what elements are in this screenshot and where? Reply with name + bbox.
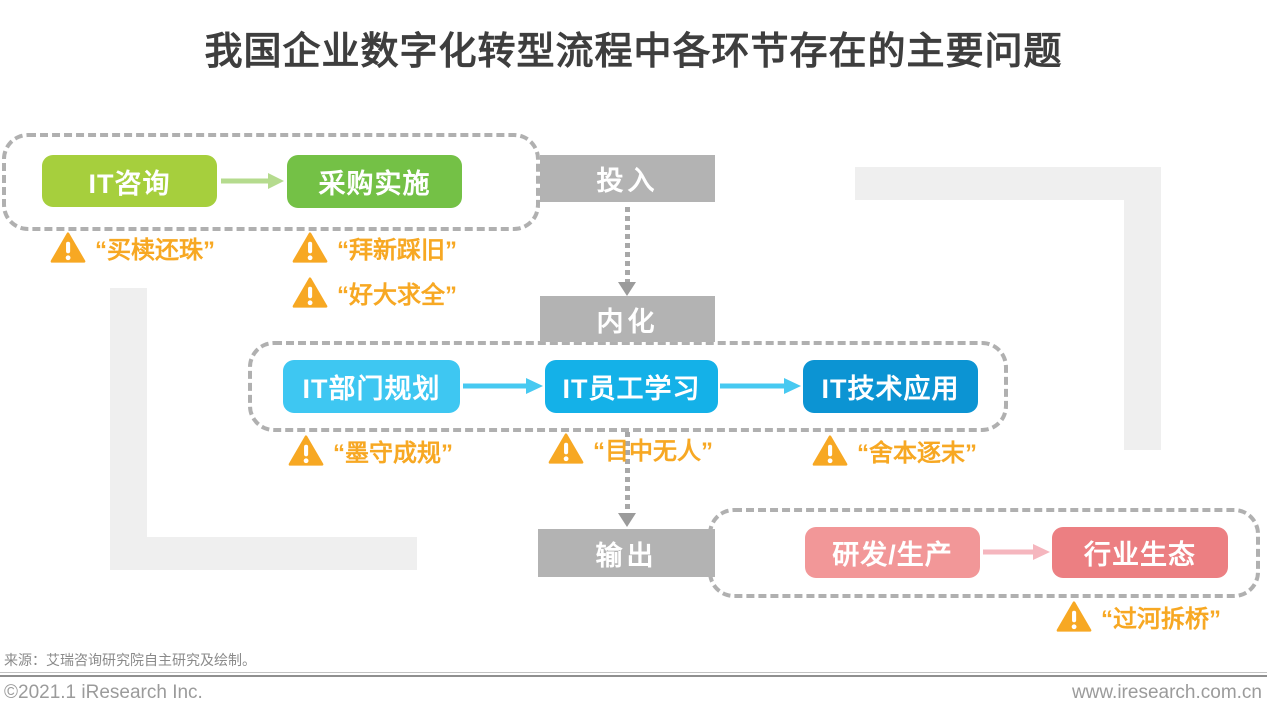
box-label-it-consulting: IT咨询 [88, 168, 171, 199]
stage-box-invest: 投入 [540, 155, 715, 202]
box-industry-ecosystem: 行业生态 [1052, 527, 1228, 578]
warning-icon [812, 434, 848, 466]
consulting-group-frame [2, 133, 540, 231]
background-shape-right-horizontal [855, 167, 1161, 200]
stage-box-output: 输出 [538, 529, 715, 577]
arrow-right-icon [221, 173, 284, 189]
stage-box-internalize: 内化 [540, 296, 715, 342]
arrow-right-icon [983, 544, 1050, 560]
warning-worship-new: “拜新踩旧” [292, 230, 457, 265]
footer-divider-light [0, 672, 1267, 673]
background-shape-right-vertical [1124, 167, 1161, 450]
box-procurement: 采购实施 [287, 155, 462, 208]
warning-text: “墨守成规” [333, 440, 453, 467]
box-it-department-planning: IT部门规划 [283, 360, 460, 413]
arrow-down-icon [618, 282, 636, 296]
arrow-down-icon [618, 513, 636, 527]
warning-icon [288, 434, 324, 466]
source-note: 来源：艾瑞咨询研究院自主研究及绘制。 [4, 652, 256, 668]
warning-supercilious: “目中无人” [548, 431, 713, 466]
warning-grandiose: “好大求全” [292, 275, 457, 310]
box-it-consulting: IT咨询 [42, 155, 217, 207]
background-shape-left-vertical [110, 288, 147, 570]
background-shape-left-horizontal [110, 537, 417, 570]
stage-label-output: 输出 [595, 540, 658, 571]
box-it-staff-learning: IT员工学习 [545, 360, 718, 413]
arrow-right-icon [720, 378, 801, 394]
dotted-line-internalize-output [625, 432, 630, 513]
warning-icon [292, 276, 328, 308]
box-label-it-department-planning: IT部门规划 [302, 374, 441, 404]
warning-buy-casket: “买椟还珠” [50, 230, 215, 265]
internal-group-frame [248, 341, 1008, 432]
warning-text: “目中无人” [593, 438, 713, 465]
warning-burn-bridges: “过河拆桥” [1056, 599, 1221, 634]
stage-label-internalize: 内化 [596, 306, 659, 337]
box-label-it-staff-learning: IT员工学习 [562, 374, 701, 404]
warning-stick-to-convention: “墨守成规” [288, 433, 453, 468]
website-text: www.iresearch.com.cn [1071, 682, 1262, 703]
box-label-it-technology-application: IT技术应用 [821, 374, 960, 404]
warning-text: “拜新踩旧” [337, 237, 457, 264]
box-it-technology-application: IT技术应用 [803, 360, 978, 413]
warning-text: “舍本逐末” [857, 440, 977, 467]
copyright-text: ©2021.1 iResearch Inc. [4, 682, 203, 703]
warning-icon [50, 231, 86, 263]
box-rd-production: 研发/生产 [805, 527, 980, 578]
warning-icon [1056, 600, 1092, 632]
box-label-rd-production: 研发/生产 [832, 540, 953, 570]
dotted-line-invest-internalize [625, 207, 630, 283]
warning-text: “好大求全” [337, 282, 457, 309]
warning-text: “买椟还珠” [95, 237, 215, 264]
arrow-right-icon [463, 378, 543, 394]
warning-neglect-fundamentals: “舍本逐末” [812, 433, 977, 468]
box-label-industry-ecosystem: 行业生态 [1084, 540, 1196, 570]
warning-icon [292, 231, 328, 263]
box-label-procurement: 采购实施 [318, 169, 431, 199]
warning-text: “过河拆桥” [1101, 606, 1221, 633]
footer-divider-dark [0, 675, 1267, 677]
page-title: 我国企业数字化转型流程中各环节存在的主要问题 [204, 31, 1063, 73]
stage-label-invest: 投入 [596, 166, 659, 196]
warning-icon [548, 432, 584, 464]
